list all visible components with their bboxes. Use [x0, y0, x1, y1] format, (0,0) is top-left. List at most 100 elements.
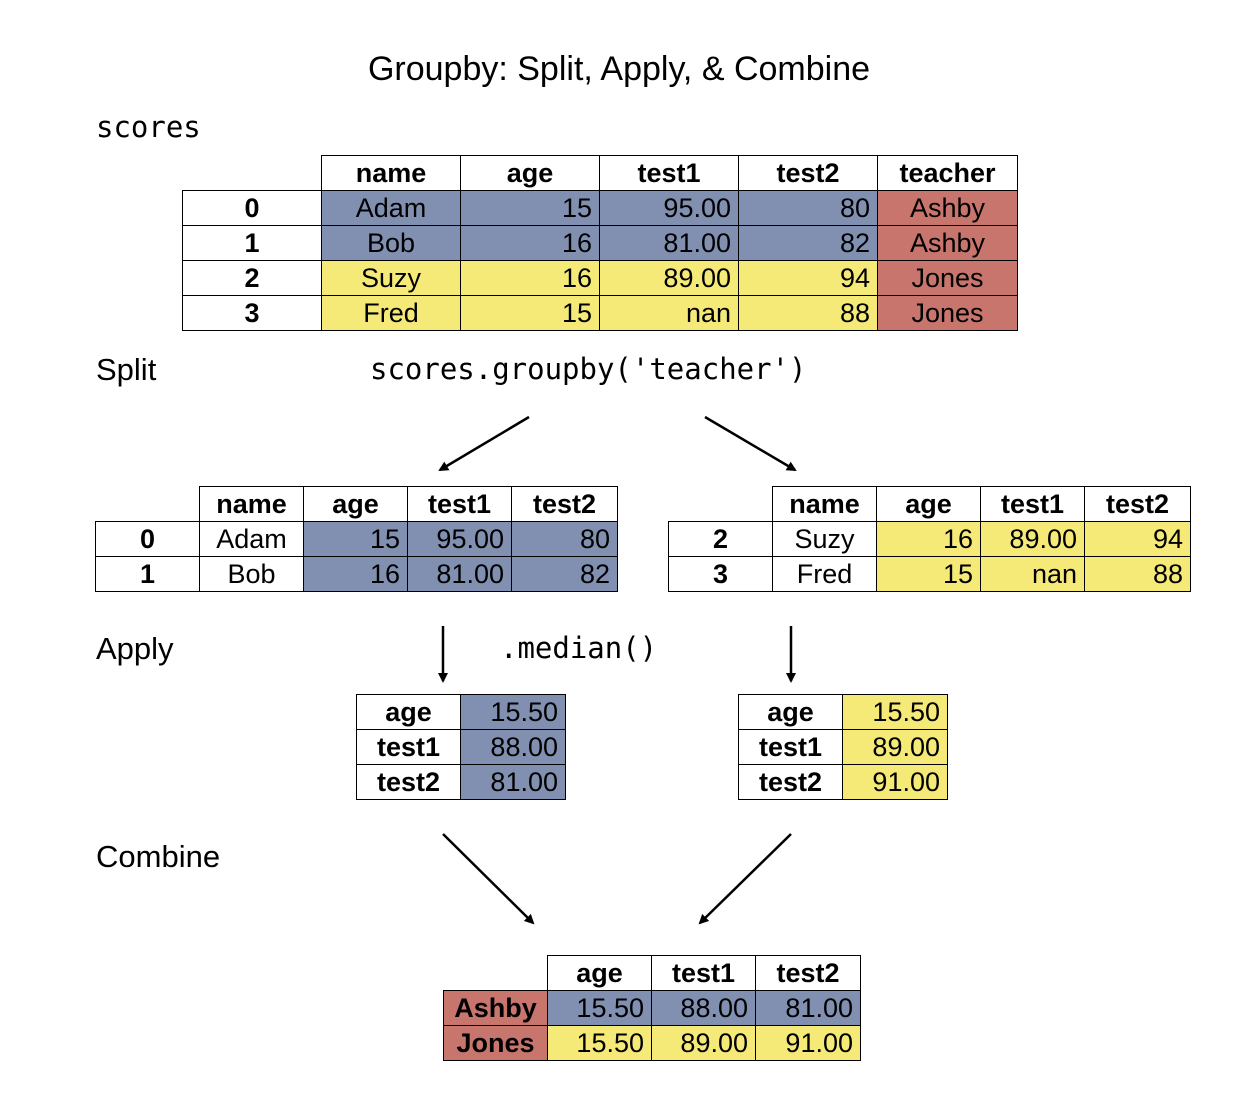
cell-teacher: Jones: [877, 260, 1018, 296]
table-header-row: name age test1 test2: [95, 486, 618, 522]
cell-age: 15.50: [547, 990, 652, 1026]
column-header: age: [876, 486, 981, 522]
cell-test1: nan: [980, 556, 1085, 592]
cell-test2: 81.00: [755, 990, 861, 1026]
split-label: Split: [96, 352, 157, 387]
table-row: test2 91.00: [738, 764, 948, 800]
column-header: name: [321, 155, 461, 191]
cell-test1: 89.00: [980, 521, 1085, 557]
cell-teacher: Jones: [877, 295, 1018, 331]
cell-age: 15: [460, 295, 600, 331]
cell-name: Adam: [321, 190, 461, 226]
combine-arrow-left: [442, 833, 535, 925]
cell-test2: 82: [511, 556, 618, 592]
cell-test1: 89.00: [599, 260, 739, 296]
cell-age: 15.50: [547, 1025, 652, 1061]
median-code: .median(): [500, 631, 658, 665]
row-index: 1: [95, 556, 200, 592]
cell-test2: 91.00: [755, 1025, 861, 1061]
column-header: test2: [511, 486, 618, 522]
row-index: Jones: [443, 1025, 548, 1061]
cell-test2: 94: [738, 260, 878, 296]
cell-age: 15: [303, 521, 408, 557]
table-header-row: name age test1 test2 teacher: [182, 155, 1018, 191]
row-index: 1: [182, 225, 322, 261]
row-index: 0: [95, 521, 200, 557]
cell-age: 16: [876, 521, 981, 557]
cell-name: Fred: [772, 556, 877, 592]
table-row: 0 Adam 15 95.00 80: [95, 521, 618, 557]
diagram-title: Groupby: Split, Apply, & Combine: [367, 50, 871, 88]
cell-test1: 89.00: [651, 1025, 756, 1061]
cell-value: 15.50: [842, 694, 948, 730]
row-index: test1: [356, 729, 461, 765]
index-header: [95, 486, 200, 522]
cell-test2: 94: [1084, 521, 1191, 557]
column-header: name: [772, 486, 877, 522]
cell-teacher: Ashby: [877, 190, 1018, 226]
apply-label: Apply: [96, 631, 174, 666]
row-index: test2: [738, 764, 843, 800]
cell-age: 16: [460, 260, 600, 296]
column-header: test1: [651, 955, 756, 991]
row-index: 3: [668, 556, 773, 592]
split-jones-table: name age test1 test2 2 Suzy 16 89.00 94 …: [668, 486, 1191, 592]
cell-name: Bob: [199, 556, 304, 592]
cell-test2: 80: [511, 521, 618, 557]
table-row: Ashby 15.50 88.00 81.00: [443, 990, 861, 1026]
combine-arrow-right: [698, 833, 792, 925]
cell-name: Bob: [321, 225, 461, 261]
column-header: age: [547, 955, 652, 991]
column-header: teacher: [877, 155, 1018, 191]
table-row: test1 89.00: [738, 729, 948, 765]
table-row: 3 Fred 15 nan 88 Jones: [182, 295, 1018, 331]
cell-value: 15.50: [460, 694, 566, 730]
cell-test1: nan: [599, 295, 739, 331]
cell-teacher: Ashby: [877, 225, 1018, 261]
scores-label: scores: [96, 110, 201, 144]
row-index: test1: [738, 729, 843, 765]
table-row: 2 Suzy 16 89.00 94: [668, 521, 1191, 557]
cell-test1: 81.00: [407, 556, 512, 592]
cell-test2: 80: [738, 190, 878, 226]
scores-table: name age test1 test2 teacher 0 Adam 15 9…: [182, 155, 1018, 331]
table-row: 0 Adam 15 95.00 80 Ashby: [182, 190, 1018, 226]
groupby-code: scores.groupby('teacher'): [370, 352, 807, 386]
column-header: test1: [407, 486, 512, 522]
cell-age: 15: [460, 190, 600, 226]
table-row: age 15.50: [738, 694, 948, 730]
cell-name: Suzy: [321, 260, 461, 296]
column-header: test1: [980, 486, 1085, 522]
cell-age: 16: [303, 556, 408, 592]
cell-name: Fred: [321, 295, 461, 331]
cell-value: 91.00: [842, 764, 948, 800]
median-jones-table: age 15.50 test1 89.00 test2 91.00: [738, 694, 948, 800]
row-index: Ashby: [443, 990, 548, 1026]
combined-table: age test1 test2 Ashby 15.50 88.00 81.00 …: [443, 955, 861, 1061]
cell-age: 16: [460, 225, 600, 261]
table-row: 3 Fred 15 nan 88: [668, 556, 1191, 592]
cell-test1: 81.00: [599, 225, 739, 261]
table-row: test2 81.00: [356, 764, 566, 800]
column-header: age: [303, 486, 408, 522]
table-header-row: name age test1 test2: [668, 486, 1191, 522]
column-header: test2: [1084, 486, 1191, 522]
table-row: 2 Suzy 16 89.00 94 Jones: [182, 260, 1018, 296]
median-ashby-table: age 15.50 test1 88.00 test2 81.00: [356, 694, 566, 800]
cell-test2: 82: [738, 225, 878, 261]
split-arrow-right: [704, 415, 797, 472]
column-header: test1: [599, 155, 739, 191]
table-row: Jones 15.50 89.00 91.00: [443, 1025, 861, 1061]
cell-test1: 88.00: [651, 990, 756, 1026]
combine-label: Combine: [96, 839, 221, 874]
split-arrow-left: [438, 415, 530, 472]
cell-value: 81.00: [460, 764, 566, 800]
cell-test1: 95.00: [407, 521, 512, 557]
cell-age: 15: [876, 556, 981, 592]
table-row: 1 Bob 16 81.00 82 Ashby: [182, 225, 1018, 261]
cell-value: 89.00: [842, 729, 948, 765]
table-row: 1 Bob 16 81.00 82: [95, 556, 618, 592]
row-index: 2: [668, 521, 773, 557]
row-index: 3: [182, 295, 322, 331]
